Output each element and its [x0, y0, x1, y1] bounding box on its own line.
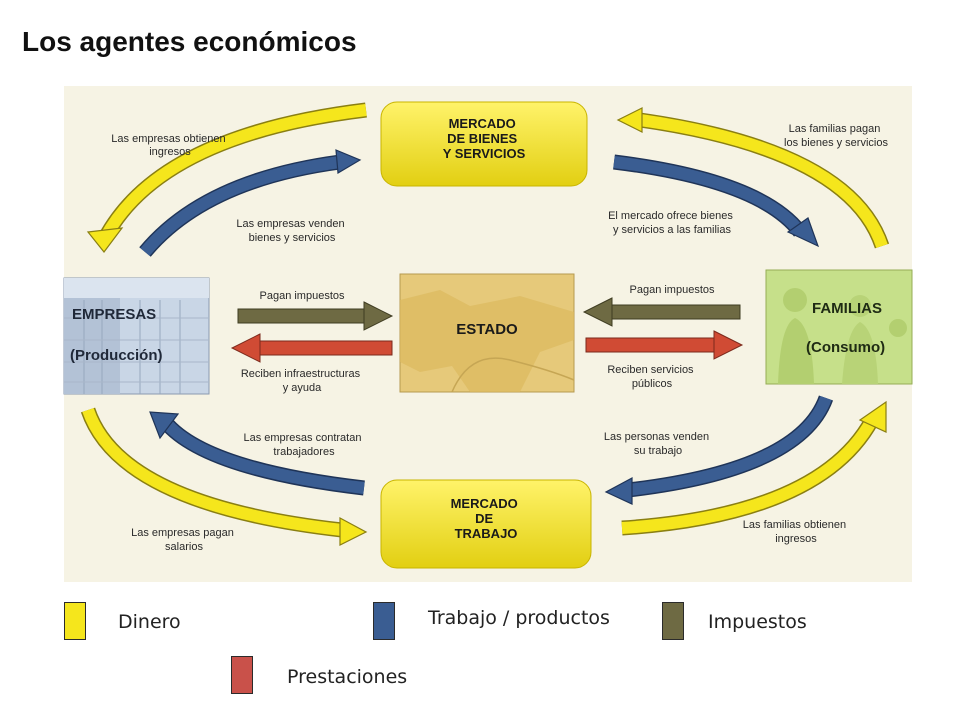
label-line: El mercado ofrece bienes	[608, 210, 733, 222]
mercado-bienes-line: Y SERVICIOS	[443, 146, 526, 161]
label-line: ingresos	[149, 146, 191, 158]
label-line: ingresos	[775, 533, 817, 545]
mercado-trabajo-label: MERCADO DE TRABAJO	[451, 496, 522, 541]
label-pagan-impuestos-empresas: Pagan impuestos	[260, 290, 345, 302]
mercado-trabajo-line: DE	[475, 511, 493, 526]
label-empresas-contratan: Las empresas contratan trabajadores	[243, 432, 364, 458]
arrow-dinero-familias-pagan	[616, 107, 890, 249]
label-personas-venden: Las personas venden su trabajo	[604, 431, 712, 457]
label-line: Reciben infraestructuras	[241, 368, 361, 380]
empresas-line: EMPRESAS	[72, 306, 156, 323]
arrow-dinero-familias-obtienen	[621, 400, 887, 536]
label-line: su trabajo	[634, 445, 682, 457]
mercado-bienes-box	[380, 101, 588, 187]
label-mercado-ofrece: El mercado ofrece bienes y servicios a l…	[608, 210, 736, 236]
mercado-bienes-line: MERCADO	[449, 116, 516, 131]
label-line: y ayuda	[283, 382, 322, 394]
label-line: Las familias pagan	[789, 123, 881, 135]
arrow-impuestos-empresas	[237, 301, 394, 331]
economic-flow-diagram: MERCADO DE BIENES Y SERVICIOS MERCADO DE…	[63, 86, 913, 582]
label-line: Las familias obtienen	[743, 519, 846, 531]
empresas-panel	[63, 277, 210, 395]
label-line: Pagan impuestos	[260, 290, 345, 302]
arrow-trabajo-empresas-contratan	[149, 411, 365, 496]
label-line: Las empresas contratan	[243, 432, 361, 444]
arrow-impuestos-familias	[582, 297, 741, 327]
familias-panel	[765, 269, 913, 385]
legend-label-impuestos: Impuestos	[708, 611, 807, 633]
arrow-trabajo-mercado-ofrece	[613, 154, 820, 248]
arrow-trabajo-personas-venden	[604, 395, 834, 505]
legend-label-dinero: Dinero	[118, 611, 181, 633]
arrow-prestaciones-empresas	[230, 333, 393, 363]
label-line: Las empresas venden	[236, 218, 344, 230]
label-line: Pagan impuestos	[630, 284, 715, 296]
label-empresas-ingresos: Las empresas obtienen ingresos	[111, 133, 228, 158]
legend-swatch-trabajo-productos	[373, 602, 395, 640]
arrow-dinero-empresas-ingresos	[86, 102, 367, 253]
label-line: Las empresas obtienen	[111, 133, 225, 145]
label-line: trabajadores	[273, 446, 335, 458]
estado-label: ESTADO	[456, 321, 518, 338]
label-empresas-venden: Las empresas venden bienes y servicios	[236, 218, 347, 244]
label-reciben-servicios: Reciben servicios públicos	[607, 364, 696, 390]
label-line: y servicios a las familias	[613, 224, 731, 236]
mercado-bienes-label: MERCADO DE BIENES Y SERVICIOS	[443, 116, 526, 161]
mercado-trabajo-line: MERCADO	[451, 496, 518, 511]
mercado-trabajo-box	[380, 479, 592, 569]
arrow-prestaciones-familias	[585, 330, 744, 360]
mercado-trabajo-line: TRABAJO	[455, 526, 518, 541]
label-familias-pagan: Las familias pagan los bienes y servicio…	[784, 123, 888, 149]
label-reciben-infraestructuras: Reciben infraestructuras y ayuda	[241, 368, 363, 394]
label-line: salarios	[165, 541, 203, 553]
legend-swatch-impuestos	[662, 602, 684, 640]
label-line: bienes y servicios	[249, 232, 336, 244]
legend-swatch-prestaciones	[231, 656, 253, 694]
label-line: Las personas venden	[604, 431, 709, 443]
arrow-trabajo-empresas-venden	[139, 149, 362, 257]
legend-swatch-dinero	[64, 602, 86, 640]
label-line: los bienes y servicios	[784, 137, 888, 149]
legend-label-prestaciones: Prestaciones	[287, 666, 408, 688]
slide-title: Los agentes económicos	[22, 26, 357, 57]
legend-label-trabajo-productos: Trabajo / productos	[428, 607, 610, 629]
label-empresas-pagan-salarios: Las empresas pagan salarios	[131, 527, 237, 553]
mercado-bienes-line: DE BIENES	[447, 131, 517, 146]
familias-line: (Consumo)	[806, 339, 885, 356]
label-line: Reciben servicios	[607, 364, 694, 376]
label-line: Las empresas pagan	[131, 527, 234, 539]
label-pagan-impuestos-familias: Pagan impuestos	[630, 284, 715, 296]
label-line: públicos	[632, 378, 673, 390]
arrow-dinero-empresas-pagan-salarios	[80, 407, 368, 546]
empresas-line: (Producción)	[70, 347, 163, 364]
empresas-label: EMPRESAS (Producción)	[70, 306, 163, 364]
label-familias-obtienen: Las familias obtienen ingresos	[743, 519, 849, 545]
familias-line: FAMILIAS	[812, 300, 882, 317]
familias-label: FAMILIAS (Consumo)	[806, 300, 886, 356]
estado-panel	[399, 273, 575, 393]
